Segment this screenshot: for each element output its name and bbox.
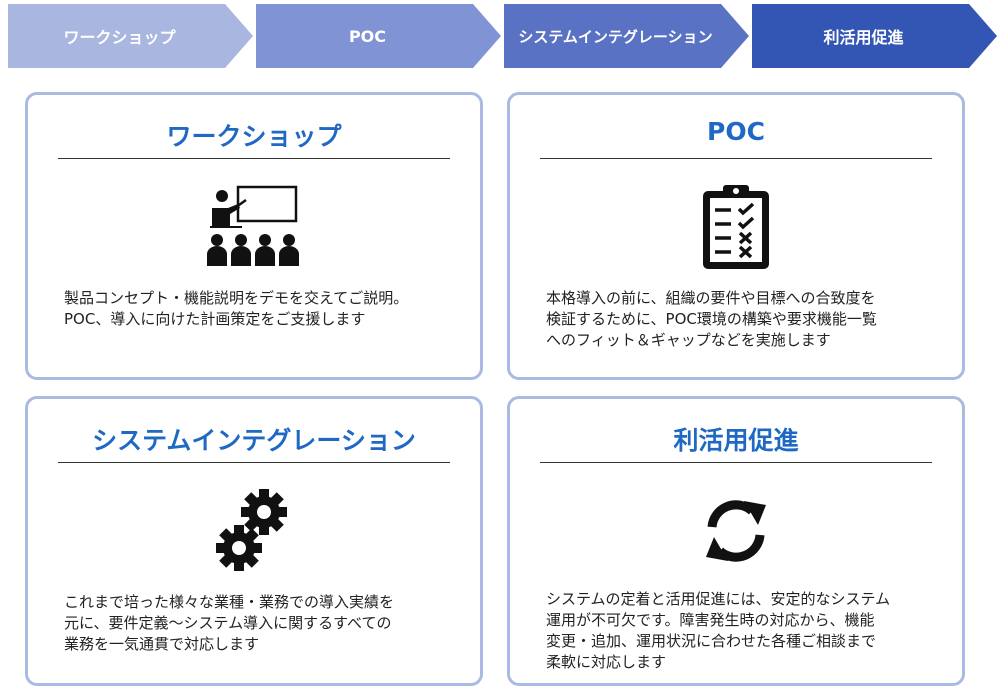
divider [540,158,932,159]
card-system-integration: システムインテグレーション [25,396,483,686]
card-description: システムの定着と活用促進には、安定的なシステム 運用が不可欠です。障害発生時の対… [546,589,942,673]
step-label: 利活用促進 [823,28,904,47]
description-line: 運用が不可欠です。障害発生時の対応から、機能 [546,611,875,629]
card-title: 利活用促進 [673,426,799,455]
clipboard-checklist-icon [686,181,786,273]
card-description: これまで培った様々な業種・業務での導入実績を 元に、要件定義～システム導入に関す… [64,592,460,655]
card-poc: POC 本格導入の前に、組織の要件や目標への合致度を 検証するために、POC環境… [507,92,965,380]
card-title: システムインテグレーション [92,426,416,455]
gears-icon [204,485,304,577]
step-utilization-promotion: 利活用促進 [752,4,997,68]
description-line: POC、導入に向けた計画策定をご支援します [64,310,366,328]
description-line: 本格導入の前に、組織の要件や目標への合致度を [546,289,876,307]
description-line: システムの定着と活用促進には、安定的なシステム [546,590,891,608]
card-title: ワークショップ [166,122,342,151]
refresh-icon [686,485,786,577]
divider [58,462,450,463]
card-utilization-promotion: 利活用促進 システムの定着と活用促進には、安定的なシステム 運用が不可欠です。障… [507,396,965,686]
step-label: ワークショップ [63,28,176,47]
description-line: 元に、要件定義～システム導入に関するすべての [64,614,392,632]
card-workshop: ワークショップ 製品コンセプト・機能説明をデモを交えてご説明。 POC、導入に向… [25,92,483,380]
card-title: POC [707,117,765,146]
description-line: 柔軟に対応します [546,653,667,671]
description-line: 変更・追加、運用状況に合わせた各種ご相談まで [546,632,877,650]
step-workshop: ワークショップ [8,4,253,68]
step-label: POC [348,26,387,46]
divider [540,462,932,463]
card-description: 製品コンセプト・機能説明をデモを交えてご説明。 POC、導入に向けた計画策定をご… [64,288,460,330]
process-steps: ワークショップ POC システムインテグレーション 利活用促進 [0,0,1000,80]
step-system-integration: システムインテグレーション [504,4,749,68]
description-line: 製品コンセプト・機能説明をデモを交えてご説明。 [64,289,409,307]
step-label: システムインテグレーション [518,27,713,46]
description-line: へのフィット＆ギャップなどを実施します [546,331,831,349]
step-poc: POC [256,4,501,68]
description-line: これまで培った様々な業種・業務での導入実績を [64,593,395,611]
description-line: 検証するために、POC環境の構築や要求機能一覧 [546,310,877,328]
description-line: 業務を一気通貫で対応します [64,635,260,653]
presentation-icon [204,181,304,273]
divider [58,158,450,159]
card-description: 本格導入の前に、組織の要件や目標への合致度を 検証するために、POC環境の構築や… [546,288,942,351]
